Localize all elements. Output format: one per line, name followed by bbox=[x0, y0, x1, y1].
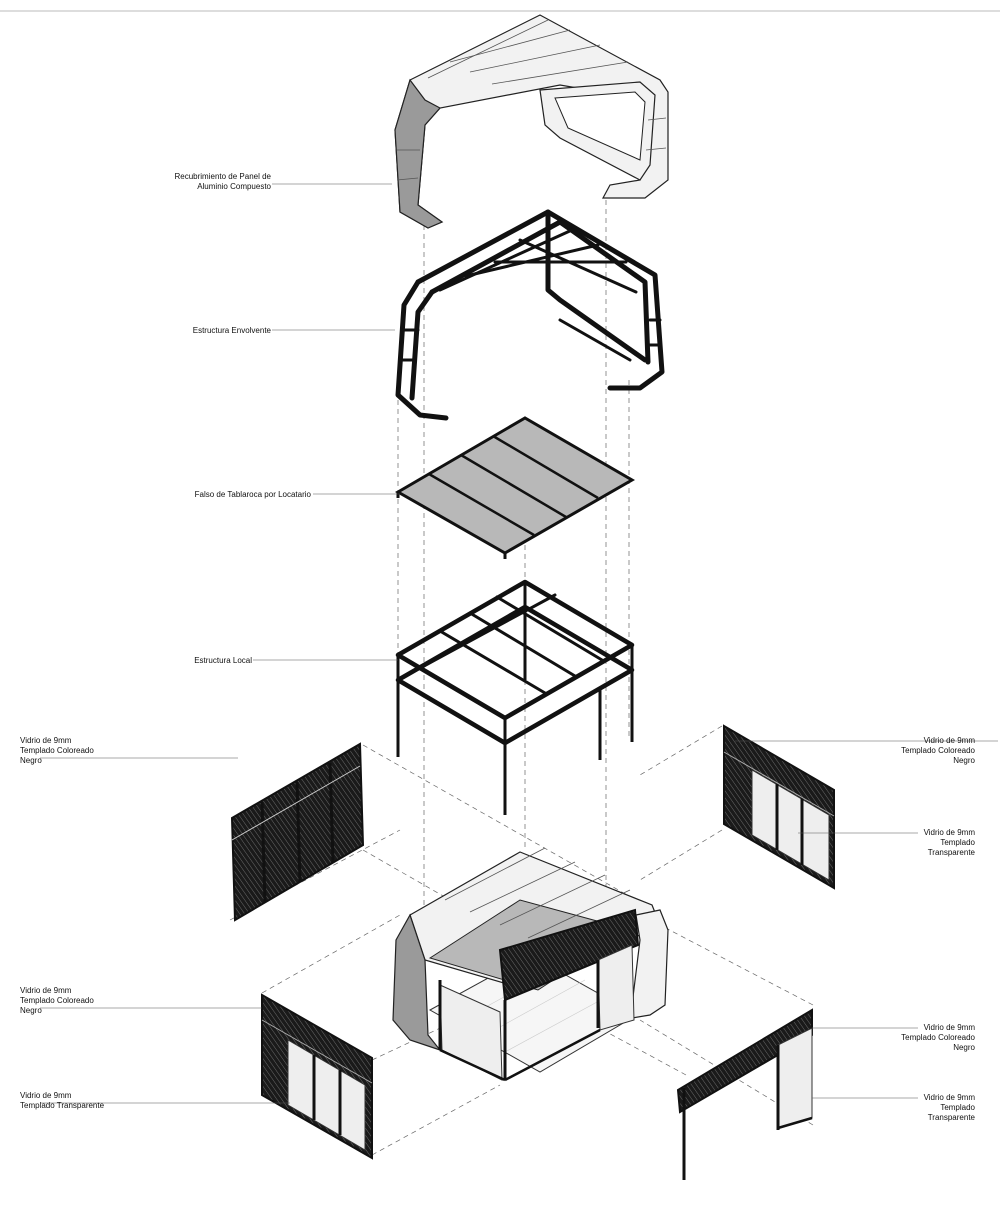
label-left-lower-black-line1: Vidrio de 9mm bbox=[20, 986, 72, 995]
label-left-lower-black-line3: Negro bbox=[20, 1006, 42, 1015]
label-left-upper-glass: Vidrio de 9mm Templado Coloreado Negro bbox=[20, 736, 94, 765]
label-local-structure: Estructura Local bbox=[194, 656, 252, 665]
right-lower-glass-wall bbox=[676, 1008, 813, 1180]
label-right-lower-black-line2: Templado Coloreado bbox=[901, 1033, 975, 1042]
label-right-upper-clear-line2: Templado bbox=[940, 838, 975, 847]
leader-lines bbox=[40, 183, 998, 1104]
label-left-lower-clear-line2: Templado Transparente bbox=[20, 1101, 105, 1110]
envelope-steel-structure bbox=[395, 209, 665, 421]
assembled-kiosk bbox=[392, 847, 669, 1082]
label-right-lower-clear-glass: Vidrio de 9mm Templado Transparente bbox=[924, 1093, 976, 1122]
label-right-upper-clear-glass: Vidrio de 9mm Templado Transparente bbox=[924, 828, 976, 857]
label-right-lower-clear-line3: Transparente bbox=[928, 1113, 976, 1122]
label-right-upper-clear-line3: Transparente bbox=[928, 848, 976, 857]
label-false-ceiling: Falso de Tablaroca por Locatario bbox=[195, 490, 312, 499]
right-upper-glass-wall bbox=[723, 724, 835, 890]
label-right-upper-black-line2: Templado Coloreado bbox=[901, 746, 975, 755]
label-right-lower-clear-line1: Vidrio de 9mm bbox=[924, 1093, 976, 1102]
label-cladding: Recubrimiento de Panel de Aluminio Compu… bbox=[174, 172, 271, 191]
label-right-lower-black-glass: Vidrio de 9mm Templado Coloreado Negro bbox=[901, 1023, 975, 1052]
label-right-lower-black-line1: Vidrio de 9mm bbox=[924, 1023, 976, 1032]
label-left-lower-clear-line1: Vidrio de 9mm bbox=[20, 1091, 72, 1100]
label-right-lower-black-line3: Negro bbox=[953, 1043, 975, 1052]
label-left-lower-black-line2: Templado Coloreado bbox=[20, 996, 94, 1005]
label-left-upper-glass-line2: Templado Coloreado bbox=[20, 746, 94, 755]
label-right-upper-black-glass: Vidrio de 9mm Templado Coloreado Negro bbox=[901, 736, 975, 765]
left-upper-tinted-glass-wall bbox=[230, 742, 365, 922]
label-left-upper-glass-line1: Vidrio de 9mm bbox=[20, 736, 72, 745]
label-envelope-structure: Estructura Envolvente bbox=[193, 326, 272, 335]
label-right-lower-clear-line2: Templado bbox=[940, 1103, 975, 1112]
label-left-upper-glass-line3: Negro bbox=[20, 756, 42, 765]
label-right-upper-black-line1: Vidrio de 9mm bbox=[924, 736, 976, 745]
label-right-upper-black-line3: Negro bbox=[953, 756, 975, 765]
gypsum-false-ceiling bbox=[394, 416, 636, 559]
label-cladding-line2: Aluminio Compuesto bbox=[197, 182, 271, 191]
label-left-lower-clear-glass: Vidrio de 9mm Templado Transparente bbox=[20, 1091, 105, 1110]
left-lower-glass-wall bbox=[261, 993, 373, 1160]
label-cladding-line1: Recubrimiento de Panel de bbox=[174, 172, 271, 181]
aluminium-cladding-shell bbox=[394, 14, 669, 229]
local-steel-structure bbox=[395, 579, 635, 815]
label-left-lower-black-glass: Vidrio de 9mm Templado Coloreado Negro bbox=[20, 986, 94, 1015]
label-right-upper-clear-line1: Vidrio de 9mm bbox=[924, 828, 976, 837]
